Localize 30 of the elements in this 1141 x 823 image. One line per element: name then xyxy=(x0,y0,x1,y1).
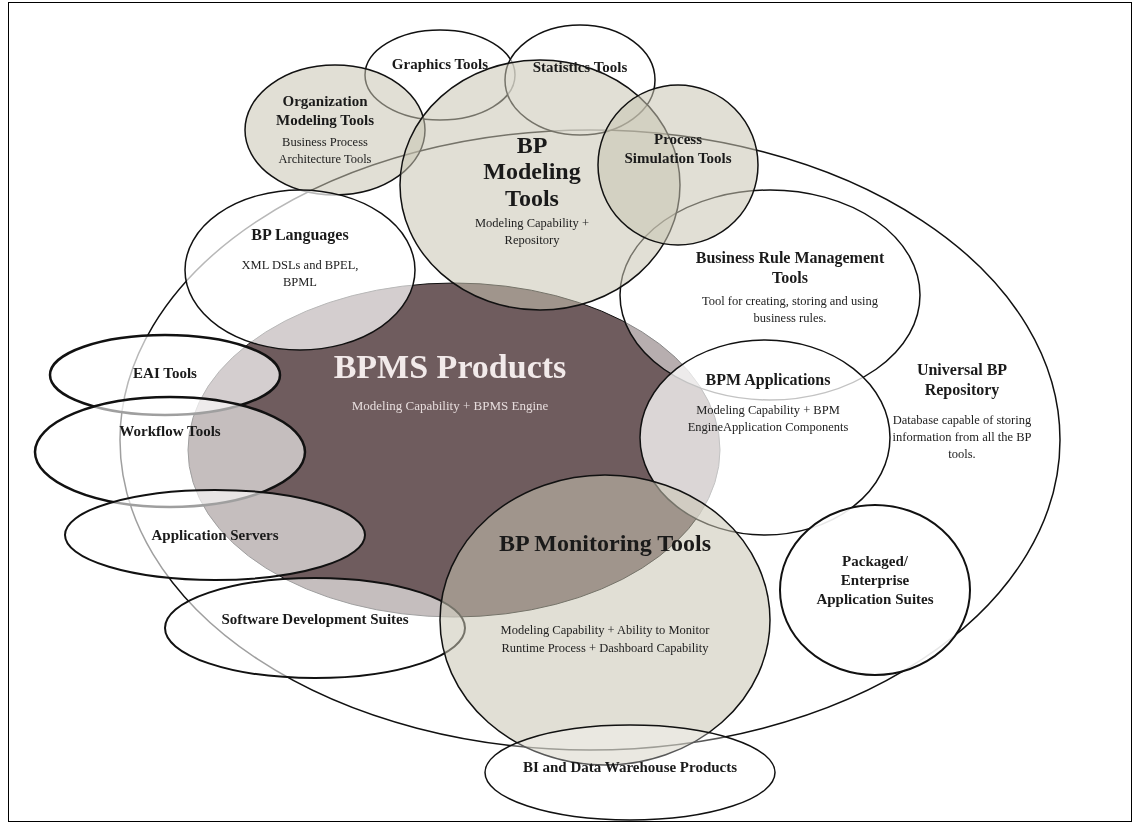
node-title: Graphics Tools xyxy=(391,55,489,74)
category-ellipse xyxy=(65,490,365,580)
node-title: Universal BP Repository xyxy=(915,360,1009,400)
node-description: Modeling Capability + BPM EngineApplication Components xyxy=(686,402,850,437)
node-title: BPMS Products xyxy=(333,348,567,386)
node-title: BP Monitoring Tools xyxy=(498,530,712,557)
node-title: BI and Data Warehouse Products xyxy=(522,758,738,777)
node-description: Database capable of storing information from all the BP tools. xyxy=(892,412,1032,464)
node-title: BP Modeling Tools xyxy=(482,132,582,212)
node-description: Business Process Architecture Tools xyxy=(277,133,373,168)
node-description: Modeling Capability + Repository xyxy=(474,215,590,250)
node-title: Workflow Tools xyxy=(119,422,221,441)
node-title: Organization Modeling Tools xyxy=(275,92,375,130)
category-ellipse xyxy=(485,725,775,820)
node-description: Modeling Capability + BPMS Engine xyxy=(351,397,549,416)
node-title: Business Rule Management Tools xyxy=(694,248,886,288)
category-ellipse xyxy=(598,85,758,245)
node-title: Packaged/ Enterprise Application Suites xyxy=(815,552,935,609)
node-title: BPM Applications xyxy=(705,370,831,390)
node-title: BP Languages xyxy=(251,225,349,245)
category-ellipse xyxy=(640,340,890,535)
node-title: Statistics Tools xyxy=(532,58,628,77)
node-title: Application Servers xyxy=(151,526,279,545)
node-title: Process Simulation Tools xyxy=(623,130,733,168)
node-title: EAI Tools xyxy=(133,364,197,383)
node-description: XML DSLs and BPEL, BPML xyxy=(240,257,360,292)
node-description: Tool for creating, storing and using business rules. xyxy=(700,293,880,328)
category-ellipse xyxy=(50,335,280,415)
node-title: Software Development Suites xyxy=(221,610,409,629)
node-description: Modeling Capability + Ability to Monitor Runtime Process + Dashboard Capability xyxy=(499,622,711,657)
